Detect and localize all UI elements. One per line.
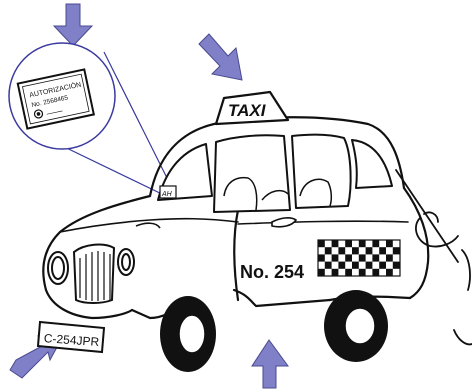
check-square bbox=[352, 247, 359, 254]
check-square bbox=[393, 262, 400, 269]
check-square bbox=[386, 254, 393, 261]
car-windows bbox=[158, 135, 392, 212]
check-square bbox=[352, 262, 359, 269]
check-square bbox=[332, 254, 339, 261]
door-number: No. 254 bbox=[240, 262, 304, 282]
check-square bbox=[325, 262, 332, 269]
check-square bbox=[366, 247, 373, 254]
check-square bbox=[379, 262, 386, 269]
check-square bbox=[372, 240, 379, 247]
license-plate: C-254JPR bbox=[38, 322, 104, 352]
check-square bbox=[372, 254, 379, 261]
check-square bbox=[386, 240, 393, 247]
check-square bbox=[318, 254, 325, 261]
roof-sign-label: TAXI bbox=[228, 101, 267, 120]
front-wheel bbox=[160, 296, 216, 372]
check-square bbox=[366, 262, 373, 269]
windshield-sticker: AH bbox=[161, 191, 173, 198]
check-square bbox=[325, 247, 332, 254]
pointing-hand bbox=[396, 170, 472, 344]
check-square bbox=[345, 254, 352, 261]
check-square bbox=[359, 254, 366, 261]
check-square bbox=[359, 240, 366, 247]
front-grille bbox=[48, 245, 134, 303]
check-square bbox=[345, 240, 352, 247]
check-square bbox=[386, 269, 393, 276]
roof-sign: TAXI bbox=[216, 92, 288, 124]
check-square bbox=[345, 269, 352, 276]
down-arrow-icon bbox=[54, 4, 92, 46]
check-square bbox=[332, 269, 339, 276]
check-square bbox=[318, 240, 325, 247]
zoom-callout: AUTORIZACIÓN No. 2568465 bbox=[9, 43, 172, 196]
check-square bbox=[372, 269, 379, 276]
up-arrow-icon bbox=[252, 340, 288, 388]
diagonal-arrow-icon bbox=[199, 34, 242, 80]
check-square bbox=[332, 240, 339, 247]
check-square bbox=[393, 247, 400, 254]
check-square bbox=[338, 262, 345, 269]
check-square bbox=[379, 247, 386, 254]
check-square bbox=[359, 269, 366, 276]
rear-wheel bbox=[324, 290, 388, 362]
check-square bbox=[318, 269, 325, 276]
check-square bbox=[338, 247, 345, 254]
